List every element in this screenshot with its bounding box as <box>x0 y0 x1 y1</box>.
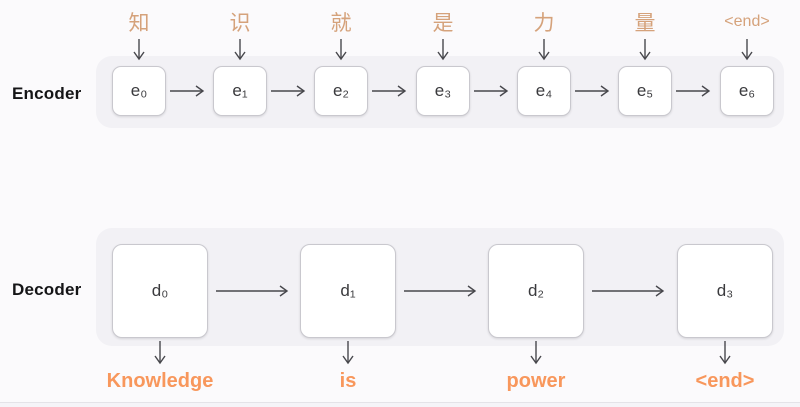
decoder-cell: d₀ <box>112 244 208 338</box>
decoder-output-token: is <box>339 369 357 392</box>
encoder-cell: e₀ <box>112 66 166 116</box>
decoder-output-token: Knowledge <box>106 369 214 392</box>
encoder-input-token: 量 <box>634 12 656 35</box>
encoder-cell: e₂ <box>314 66 368 116</box>
decoder-cell: d₂ <box>488 244 584 338</box>
decoder-column: d₂ power <box>488 244 584 394</box>
encoder-column: 知 e₀ <box>112 8 166 116</box>
down-arrow-icon <box>538 39 550 61</box>
encoder-label: Encoder <box>12 84 82 103</box>
encoder-column: <end> e₆ <box>720 8 774 116</box>
encoder-input-token: <end> <box>724 13 770 30</box>
right-arrow-icon <box>675 85 715 97</box>
right-arrow-icon <box>215 285 293 297</box>
encoder-column: 是 e₃ <box>416 8 470 116</box>
decoder-column: d₁ is <box>300 244 396 394</box>
down-arrow-icon <box>437 39 449 61</box>
encoder-input-token: 识 <box>229 12 251 35</box>
down-arrow-icon <box>154 341 166 365</box>
decoder-panel <box>96 228 784 346</box>
down-arrow-icon <box>234 39 246 61</box>
decoder-output-token: <end> <box>695 369 755 392</box>
encoder-cell: e₃ <box>416 66 470 116</box>
down-arrow-icon <box>133 39 145 61</box>
encoder-cell: e₄ <box>517 66 571 116</box>
right-arrow-icon <box>403 285 481 297</box>
right-arrow-icon <box>591 285 669 297</box>
down-arrow-icon <box>719 341 731 365</box>
decoder-cell: d₃ <box>677 244 773 338</box>
right-arrow-icon <box>371 85 411 97</box>
encoder-column: 力 e₄ <box>517 8 571 116</box>
right-arrow-icon <box>169 85 209 97</box>
encoder-cell: e₁ <box>213 66 267 116</box>
decoder-cell: d₁ <box>300 244 396 338</box>
encoder-column: 识 e₁ <box>213 8 267 116</box>
encoder-column: 量 e₅ <box>618 8 672 116</box>
right-arrow-icon <box>270 85 310 97</box>
encoder-input-token: 就 <box>330 12 352 35</box>
right-arrow-icon <box>574 85 614 97</box>
down-arrow-icon <box>530 341 542 365</box>
encoder-input-token: 知 <box>128 12 150 35</box>
right-arrow-icon <box>473 85 513 97</box>
down-arrow-icon <box>639 39 651 61</box>
encoder-column: 就 e₂ <box>314 8 368 116</box>
encoder-input-token: 力 <box>533 12 555 35</box>
decoder-column: d₃ <end> <box>677 244 773 394</box>
encoder-cell: e₅ <box>618 66 672 116</box>
decoder-output-token: power <box>506 369 566 392</box>
down-arrow-icon <box>335 39 347 61</box>
down-arrow-icon <box>741 39 753 61</box>
down-arrow-icon <box>342 341 354 365</box>
decoder-column: d₀ Knowledge <box>107 244 213 394</box>
encoder-cell: e₆ <box>720 66 774 116</box>
encoder-input-token: 是 <box>432 12 454 35</box>
decoder-label: Decoder <box>12 280 82 299</box>
